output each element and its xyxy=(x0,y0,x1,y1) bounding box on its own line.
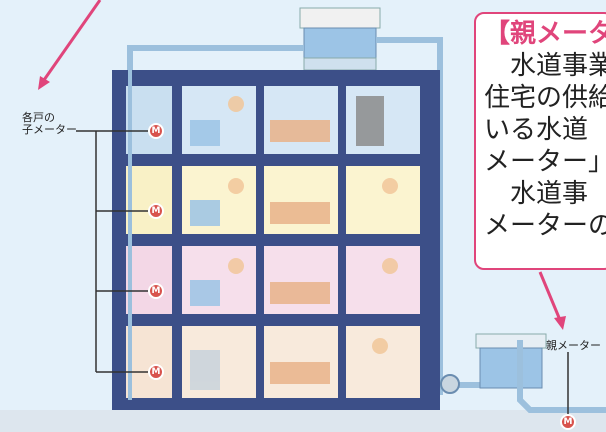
callout-title: 【親メータ xyxy=(484,19,606,49)
meter-symbol: M xyxy=(563,417,573,427)
callout-line: メーター」 xyxy=(484,147,606,177)
meter-symbol: M xyxy=(151,126,161,136)
roof-tank-base xyxy=(303,57,377,71)
child-meter-1f: M xyxy=(148,364,164,380)
child-meter-2f: M xyxy=(148,283,164,299)
child-meter-4f: M xyxy=(148,123,164,139)
room-fixtures xyxy=(190,96,398,390)
top-left-pointer-arrowhead xyxy=(38,76,50,90)
callout-pointer-line xyxy=(538,271,562,321)
callout-pointer-arrowhead xyxy=(554,316,566,330)
meter-symbol: M xyxy=(151,206,161,216)
callout-line: 水道事業 xyxy=(484,51,606,81)
parent-meter: M xyxy=(560,414,576,430)
callout-line: 住宅の供給 xyxy=(484,83,606,113)
callout-line: いる水道 xyxy=(484,115,589,145)
parent-meter-callout: 【親メータ 水道事業 住宅の供給 いる水道 メーター」 水道事 メーターの xyxy=(474,12,606,270)
pump xyxy=(440,374,460,394)
meter-symbol: M xyxy=(151,367,161,377)
top-left-pointer-line xyxy=(42,0,102,81)
parent-meter-label: 親メーター xyxy=(546,339,601,352)
callout-line: メーターの xyxy=(484,211,606,241)
roof-tank-top xyxy=(299,7,381,29)
roof-supply-pipe-left xyxy=(127,45,304,70)
child-meter-label-line2: 子メーター xyxy=(22,123,77,136)
callout-line: 水道事 xyxy=(484,179,589,209)
ground xyxy=(0,410,606,432)
child-meter-label-line1: 各戸の xyxy=(22,111,55,124)
child-meter-3f: M xyxy=(148,203,164,219)
roof-tank-water xyxy=(303,27,377,59)
child-meter-leader-lines xyxy=(76,130,148,373)
meter-symbol: M xyxy=(151,286,161,296)
ground-tank-top xyxy=(475,333,547,349)
ground-tank-water xyxy=(479,347,543,389)
